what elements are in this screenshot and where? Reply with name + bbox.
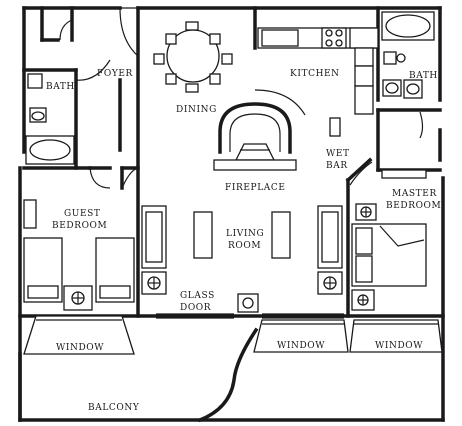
label-bath-left: BATH [46, 82, 75, 92]
fireplace-unit [213, 102, 297, 171]
balcony-edge [18, 327, 259, 423]
living-room-furniture [141, 205, 343, 313]
label-fireplace: FIREPLACE [225, 183, 286, 193]
windows [23, 313, 443, 355]
label-glass-door-1: GLASS [180, 291, 215, 301]
label-master-bedroom-2: BEDROOM [386, 201, 441, 211]
door-swings [59, 7, 424, 189]
kitchen-fixtures [257, 27, 379, 137]
label-balcony: BALCONY [88, 403, 140, 413]
label-wet-bar-2: BAR [326, 161, 348, 171]
label-window-right: WINDOW [375, 341, 423, 351]
label-guest-bedroom-1: GUEST [64, 209, 101, 219]
label-living-room-1: LIVING [226, 229, 264, 239]
left-bath-fixtures [25, 73, 75, 165]
guest-bedroom-fixtures [23, 199, 135, 311]
right-bath-fixtures [381, 11, 435, 99]
label-window-left: WINDOW [56, 343, 104, 353]
label-glass-door-2: DOOR [180, 303, 211, 313]
label-dining: DINING [176, 105, 217, 115]
master-bedroom-fixtures [351, 169, 427, 311]
dining-table [153, 21, 233, 93]
label-kitchen: KITCHEN [290, 69, 340, 79]
label-wet-bar-1: WET [326, 149, 350, 159]
exterior-walls [18, 6, 445, 422]
label-bath-right: BATH [409, 71, 438, 81]
room-labels: FOYER BATH DINING KITCHEN BATH WET BAR F… [46, 69, 441, 413]
label-guest-bedroom-2: BEDROOM [52, 221, 107, 231]
label-window-mid: WINDOW [277, 341, 325, 351]
label-master-bedroom-1: MASTER [392, 189, 437, 199]
label-living-room-2: ROOM [228, 241, 261, 251]
label-foyer: FOYER [97, 69, 133, 79]
